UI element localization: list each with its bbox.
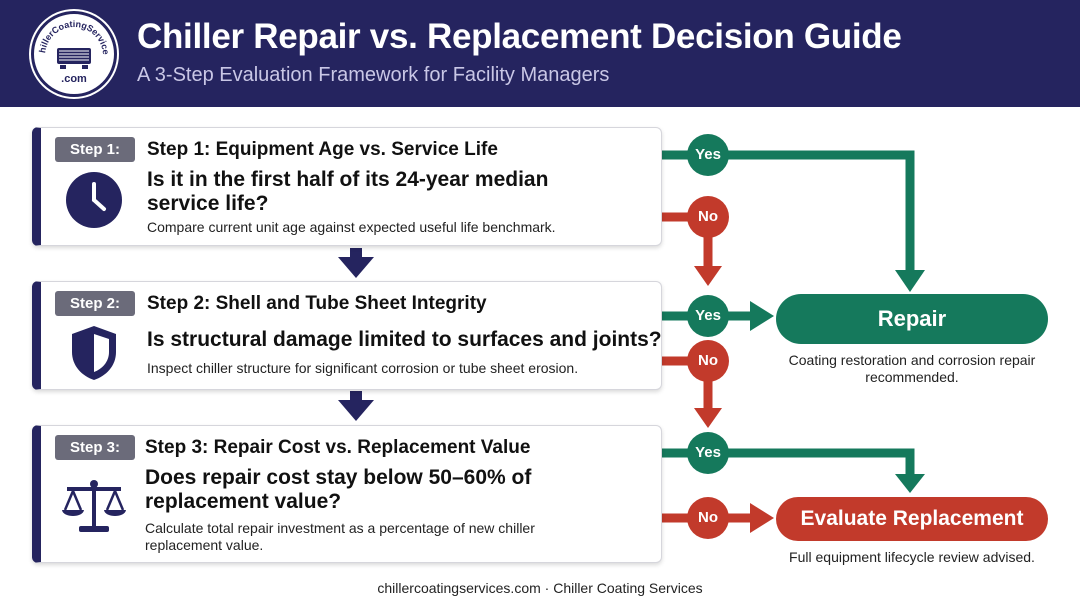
no-circle: [687, 196, 729, 238]
footer: chillercoatingservices.com · Chiller Coa…: [377, 580, 703, 596]
step1-card: Step 1: Step 1: Equipment Age vs. Servic…: [32, 127, 662, 246]
replace-note: Full equipment lifecycle review advised.: [789, 549, 1035, 565]
arrow-right-icon: [750, 503, 774, 533]
yes-circle: [687, 295, 729, 337]
step1-title: Step 1: Equipment Age vs. Service Life: [147, 139, 498, 160]
no-circle: [687, 340, 729, 382]
scales-icon: [62, 480, 126, 532]
step2-card: Step 2: Step 2: Shell and Tube Sheet Int…: [32, 281, 662, 390]
yes-circle: [687, 432, 729, 474]
step3-yes-label: Yes: [695, 444, 721, 461]
step3-description: Calculate total repair investment as a p…: [145, 520, 535, 553]
step1-question: Is it in the first half of its 24-year m…: [147, 168, 549, 215]
step2-title: Step 2: Shell and Tube Sheet Integrity: [147, 293, 487, 314]
logo-bottom-text: .com: [61, 73, 87, 85]
step1-no-label: No: [698, 208, 718, 225]
shield-icon: [72, 326, 116, 380]
repair-outcome: Repair: [776, 294, 1048, 344]
step1-yes-label: Yes: [695, 146, 721, 163]
step3-yes-connector: [662, 448, 925, 493]
arrow-down-icon: [895, 270, 925, 292]
step1-yes-connector: [662, 150, 925, 292]
arrow-down-icon: [694, 266, 722, 286]
step2-no-label: No: [698, 352, 718, 369]
step-down-arrow-1: [338, 248, 374, 278]
step2-question: Is structural damage limited to surfaces…: [147, 328, 662, 351]
repair-note: Coating restoration and corrosion repair…: [788, 352, 1036, 385]
step3-title: Step 3: Repair Cost vs. Replacement Valu…: [145, 437, 531, 458]
step2-yes-label: Yes: [695, 307, 721, 324]
step3-badge: Step 3:: [55, 435, 135, 460]
arrow-down-icon: [338, 257, 374, 278]
step3-no-label: No: [698, 509, 718, 526]
arrow-down-icon: [694, 408, 722, 428]
clock-icon: [66, 172, 122, 228]
yes-circle: [687, 134, 729, 176]
arrow-right-icon: [750, 301, 774, 331]
step3-question: Does repair cost stay below 50–60% of re…: [145, 466, 532, 513]
step1-badge: Step 1:: [55, 137, 135, 162]
step1-description: Compare current unit age against expecte…: [147, 219, 556, 235]
arrow-down-icon: [338, 400, 374, 421]
step2-description: Inspect chiller structure for significan…: [147, 360, 579, 376]
no-circle: [687, 497, 729, 539]
arrow-down-icon: [895, 474, 925, 493]
step2-badge: Step 2:: [55, 291, 135, 316]
step3-card: Step 3: Step 3: Repair Cost vs. Replacem…: [32, 425, 662, 563]
replace-outcome: Evaluate Replacement: [776, 497, 1048, 541]
page-title: Chiller Repair vs. Replacement Decision …: [137, 17, 902, 56]
page-subtitle: A 3-Step Evaluation Framework for Facili…: [137, 64, 610, 86]
step-down-arrow-2: [338, 391, 374, 421]
